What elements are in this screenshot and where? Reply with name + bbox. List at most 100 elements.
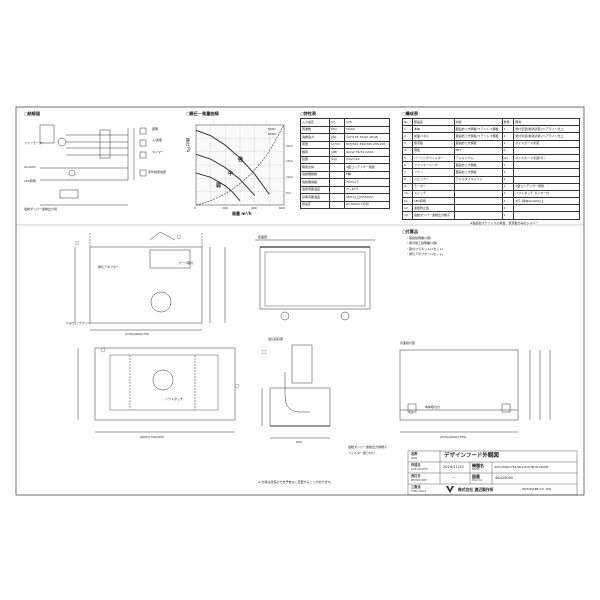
composition-cell: 11	[402, 197, 413, 206]
composition-cell	[453, 204, 503, 213]
composition-cell: 10	[402, 189, 413, 199]
composition-cell: 1	[501, 182, 515, 191]
spec-cell: 100	[344, 118, 390, 127]
composition-cell: 整流板	[411, 139, 455, 148]
curve-label-low: 弱	[216, 183, 222, 189]
label-bottom-view: 底面図	[258, 235, 268, 239]
tb-model-value: WXS-R901/751/901YDXHM RD/600Z	[494, 465, 549, 469]
composition-cell: 材質	[453, 117, 503, 127]
composition-cell	[453, 182, 503, 191]
composition-cell: 2灯, 横向AC100以上	[513, 197, 580, 206]
wiring-label-ir: 赤外線受信部	[148, 170, 167, 174]
chart-right-15m: 15m	[286, 159, 293, 163]
wiring-label-led: LED照明	[24, 179, 36, 183]
spec-cell: 風量	[300, 140, 330, 149]
spec-row: 風量(m³/h)505/520 390/395 235/200	[300, 140, 390, 149]
composition-cell: 備考	[513, 117, 580, 127]
composition-cell: 1	[501, 197, 515, 206]
composition-cell: (2)	[501, 153, 515, 163]
wiring-diagram	[39, 124, 147, 206]
composition-cell	[513, 204, 580, 213]
spec-cell: 1M①以上(DC500V)	[344, 193, 390, 202]
composition-cell: 1	[501, 139, 515, 148]
spec-cell: (Hz)	[329, 125, 345, 134]
composition-cell: 1	[402, 125, 413, 134]
composition-cell: 4	[402, 146, 413, 155]
accessory-item: ・排気アダプター(1セット)	[406, 252, 444, 257]
wiring-label-ac100v: AC100V	[24, 165, 36, 169]
wiring-label-timer: タイマー	[152, 150, 165, 154]
spec-cell: (m³/h)	[329, 140, 345, 149]
composition-cell: 12	[402, 204, 413, 213]
composition-cell: 7	[402, 168, 413, 177]
composition-cell: スイッチ	[411, 189, 455, 199]
tb-created-value: 2024/11/20	[443, 465, 464, 469]
callout-boot: ブーツ取付	[178, 261, 193, 265]
bottom-dimension: (600)/(750)/900	[140, 435, 164, 439]
composition-cell: 幕板	[411, 146, 455, 155]
spec-cell: 70℃以下	[344, 178, 390, 187]
spec-cell: 消費電力	[300, 133, 330, 142]
section-specs-title: ◻特性表	[300, 111, 317, 116]
curve-label-mid: 中	[228, 171, 234, 177]
spec-cell	[329, 200, 345, 209]
wiring-label-damper: 電動ダンパー連動出力用	[24, 207, 58, 211]
spec-row: 適用周囲温度-5~40℃	[300, 185, 390, 194]
composition-cell: 6	[402, 161, 413, 170]
rear-dimension: (530)/(600)/(750)	[440, 435, 467, 439]
composition-cell	[513, 175, 580, 184]
spec-cell	[329, 193, 345, 202]
top-view-drawing	[255, 239, 375, 321]
composition-cell: スピンナー	[411, 175, 455, 184]
tb-model-sub: MODEL	[472, 468, 480, 471]
composition-cell: 数量	[501, 117, 515, 127]
section-chart-title: ◻静圧－風量曲線	[186, 111, 219, 116]
section-accessories-title: ◻付属品	[402, 229, 419, 234]
tb-name-value: デザインフード外観図	[444, 453, 499, 459]
spec-row: 入力電圧(V)100	[300, 118, 390, 127]
spec-row: 騒音(dB)44/42 35/34 22/21	[300, 148, 390, 157]
tb-company-en: WATANABE CO.,LTD.	[522, 487, 553, 491]
tb-name-sub: NAME	[411, 457, 418, 460]
composition-cell: 焼付塗装(耐熱塗装)/ヘアライン仕上	[513, 125, 580, 134]
composition-cell	[453, 197, 503, 206]
spec-cell: AC1000V 1分間	[344, 200, 390, 209]
composition-cell: 亜鉛めっき鋼板	[453, 168, 503, 177]
composition-cell: モーター	[411, 182, 455, 191]
spec-row: 質量(kg)24/27/29	[300, 155, 390, 164]
composition-cell	[513, 161, 580, 170]
composition-cell: 亜鉛めっき鋼板	[453, 161, 503, 170]
chart-right-10m: 10m	[286, 175, 293, 179]
composition-cell: オイルガード塗装	[513, 139, 580, 148]
composition-cell	[453, 211, 503, 220]
spec-cell	[329, 185, 345, 194]
bottom-note: ソフトタッチ	[165, 397, 184, 401]
spec-cell: (W)	[329, 133, 345, 142]
composition-cell	[453, 189, 503, 199]
duct-resistance-curve	[195, 124, 285, 206]
tb-name-label: 名称	[411, 452, 418, 456]
bottom-view-drawing	[77, 347, 236, 433]
spec-cell	[329, 178, 345, 187]
tb-angle-label: 三角法	[411, 485, 421, 489]
tb-dwg-label: 図番	[472, 474, 480, 479]
section-composition-title: ◻構成表	[402, 111, 419, 116]
title-block-frame	[407, 450, 578, 496]
composition-cell: 亜鉛めっき鋼板/ステンレス鋼板	[453, 132, 503, 141]
spec-cell: 騒音	[300, 148, 330, 157]
composition-cell: 1	[501, 204, 515, 213]
side-dimension: 600	[296, 440, 302, 444]
tb-created-sub: DATE CREATED	[411, 468, 428, 471]
